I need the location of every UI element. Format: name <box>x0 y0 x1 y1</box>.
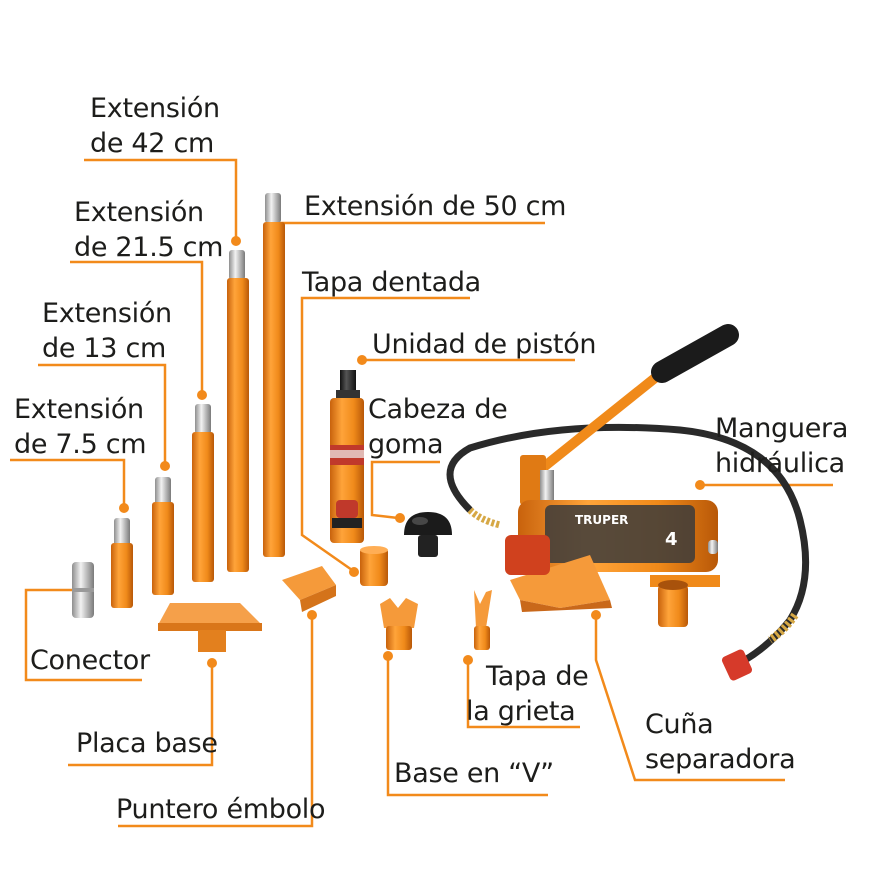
label-ext42-line1: Extensión <box>90 93 220 124</box>
extension-7-5cm <box>111 518 133 608</box>
leader-ext13 <box>38 363 167 463</box>
crack-tip <box>474 590 492 650</box>
label-ext50: Extensión de 50 cm <box>304 191 567 222</box>
connector <box>72 562 94 618</box>
label-cabeza-line1: Cabeza de <box>368 394 508 425</box>
label-manguera-line2: hidráulica <box>715 448 845 479</box>
hydraulic-hose <box>446 423 810 681</box>
piston-unit <box>330 370 364 543</box>
label-cuna-line1: Cuña <box>645 709 714 740</box>
label-ext13-line1: Extensión <box>42 298 172 329</box>
extension-21-5cm <box>192 404 214 582</box>
label-ext75-line2: de 7.5 cm <box>14 429 147 460</box>
leader-puntero <box>118 617 314 828</box>
label-tapa-grieta-line2: la grieta <box>466 696 576 727</box>
label-ext13-line2: de 13 cm <box>42 333 167 364</box>
leader-tapa-grieta <box>466 662 580 729</box>
pump-capacity-text: 4 <box>665 529 678 550</box>
label-cuna-line2: separadora <box>645 744 796 775</box>
label-manguera-line1: Manguera <box>715 413 849 444</box>
label-base-v: Base en “V” <box>394 758 554 789</box>
label-ext75-line1: Extensión <box>14 394 144 425</box>
label-puntero: Puntero émbolo <box>116 794 326 825</box>
label-ext42-line2: de 42 cm <box>90 128 215 159</box>
extension-42cm <box>227 250 249 572</box>
serrated-cap <box>360 546 388 586</box>
pump-brand-text: TRUPER <box>575 513 628 527</box>
label-tapa-dentada: Tapa dentada <box>302 267 481 298</box>
label-conector: Conector <box>30 645 150 676</box>
hydraulic-pump: TRUPER 4 <box>505 324 739 627</box>
v-base <box>380 598 418 650</box>
label-piston: Unidad de pistón <box>372 329 597 360</box>
base-plate <box>158 603 262 652</box>
leader-ext75 <box>10 458 126 505</box>
leader-ext42 <box>84 158 238 238</box>
plunger-toe <box>282 566 336 612</box>
leader-cuna <box>594 617 785 782</box>
leader-cabeza <box>370 460 440 520</box>
leader-conector <box>24 588 142 682</box>
leader-ext215 <box>70 260 204 392</box>
label-tapa-grieta-line1: Tapa de <box>486 661 589 692</box>
leader-placa <box>68 665 214 767</box>
label-placa-base: Placa base <box>76 728 218 759</box>
leader-base-v <box>386 658 548 797</box>
label-cabeza-line2: goma <box>368 429 444 460</box>
label-ext215-line1: Extensión <box>74 197 204 228</box>
rubber-head <box>404 512 452 557</box>
leader-tapa-dentada <box>300 296 470 572</box>
extension-13cm <box>152 477 174 595</box>
label-ext215-line2: de 21.5 cm <box>74 232 224 263</box>
leader-lines <box>10 158 833 828</box>
extension-50cm <box>263 193 285 557</box>
